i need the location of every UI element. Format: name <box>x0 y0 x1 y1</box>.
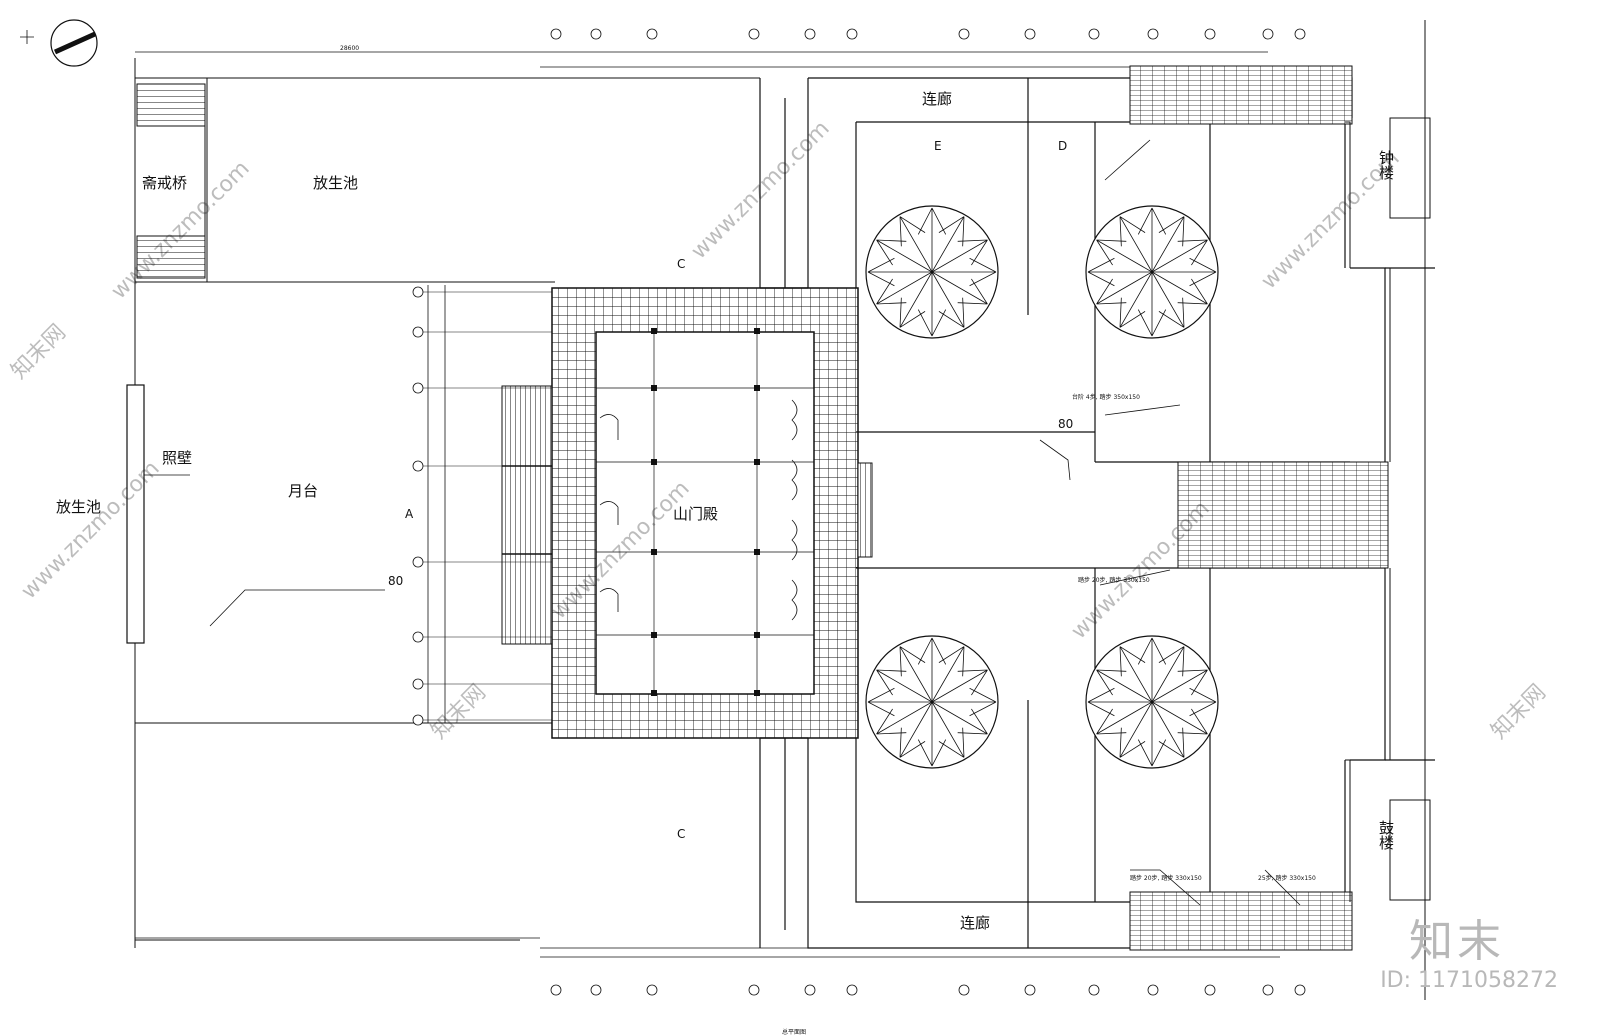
grid-bubble <box>1088 28 1100 40</box>
gate-rear-steps <box>857 462 873 558</box>
label-fangsheng-left: 放生池 <box>56 498 101 516</box>
grid-bubble <box>646 984 658 996</box>
grid-bubble <box>412 678 424 690</box>
brand-id-watermark: ID: 1171058272 <box>1380 968 1558 993</box>
tree-icon <box>1085 205 1219 339</box>
screen-wall <box>126 384 145 644</box>
dim-overall: 28600 <box>340 45 359 52</box>
step-note-4: 25步, 踏步 330x150 <box>1258 874 1316 882</box>
label-axis-c-top: C <box>677 257 685 271</box>
svg-text:www.znzmo.com: www.znzmo.com <box>1257 146 1405 294</box>
label-moon-terrace: 月台 <box>288 482 318 500</box>
label-bridge: 斋戒桥 <box>142 174 187 192</box>
corridor-steps-right <box>1177 461 1389 569</box>
svg-text:知末网: 知末网 <box>1487 680 1551 744</box>
grid-bubble <box>748 28 760 40</box>
label-drum-tower: 鼓楼 <box>1377 820 1395 850</box>
drawing-title: 总平面图 <box>782 1028 806 1036</box>
grid-bubble <box>1204 28 1216 40</box>
grid-bubble <box>846 984 858 996</box>
label-fangsheng-top: 放生池 <box>313 174 358 192</box>
grid-bubble <box>1294 28 1306 40</box>
grid-bubble <box>412 286 424 298</box>
label-corridor-bottom: 连廊 <box>960 914 990 932</box>
step-note-2: 台阶 4步, 踏步 350x150 <box>1072 393 1140 401</box>
tree-icon <box>865 205 1219 769</box>
corridor-steps-bottom <box>1129 891 1353 951</box>
grid-bubble <box>412 460 424 472</box>
grid-bubble <box>412 382 424 394</box>
grid-bubble <box>412 326 424 338</box>
grid-bubble <box>412 556 424 568</box>
tree-icon <box>1085 635 1219 769</box>
svg-text:www.znzmo.com: www.znzmo.com <box>1067 496 1215 644</box>
bridge-steps-bottom <box>136 235 206 279</box>
grid-bubble <box>1024 984 1036 996</box>
label-axis-c-bottom: C <box>677 827 685 841</box>
grid-bubble <box>846 28 858 40</box>
label-bell-tower: 钟楼 <box>1377 150 1395 180</box>
label-gate-hall: 山门殿 <box>673 505 718 523</box>
grid-bubble <box>748 984 760 996</box>
grid-bubble <box>804 28 816 40</box>
grid-bubble <box>590 28 602 40</box>
brand-watermark: 知末 <box>1409 916 1505 967</box>
tower-balustrade <box>1345 117 1431 902</box>
step-note-1: 踏步 20步, 踏步 350x150 <box>1078 576 1150 584</box>
grid-bubble <box>412 714 424 726</box>
gate-hall-platform <box>551 287 859 739</box>
label-axis-a: A <box>405 507 414 521</box>
note-center: 80 <box>1058 417 1073 431</box>
grid-axis-left <box>412 286 552 726</box>
tree-icon <box>865 205 999 339</box>
grid-bubble <box>550 984 562 996</box>
label-corridor-top: 连廊 <box>922 90 952 108</box>
grid-bubble <box>1024 28 1036 40</box>
grid-bubble <box>1147 28 1159 40</box>
grid-bubble <box>958 28 970 40</box>
label-bay-d: D <box>1058 139 1067 153</box>
grid-bubble <box>646 28 658 40</box>
tree-icon <box>865 635 999 769</box>
grid-bubble <box>550 28 562 40</box>
gate-front-steps <box>501 385 553 645</box>
svg-text:www.znzmo.com: www.znzmo.com <box>687 116 835 264</box>
bridge-steps-top <box>136 83 206 127</box>
label-screen-wall: 照壁 <box>162 449 192 467</box>
grid-bubble <box>590 984 602 996</box>
grid-bubble <box>1204 984 1216 996</box>
grid-bubble <box>958 984 970 996</box>
svg-text:知末网: 知末网 <box>7 320 71 384</box>
step-note-3: 踏步 20步, 踏步 330x150 <box>1130 874 1202 882</box>
note-leaders <box>900 139 1301 906</box>
grid-bubble <box>412 631 424 643</box>
grid-bubble <box>804 984 816 996</box>
grid-bubble <box>1294 984 1306 996</box>
grid-bubble <box>1262 28 1274 40</box>
grid-axis-bottom <box>550 984 1306 996</box>
grid-bubble <box>1088 984 1100 996</box>
corridor-steps-top <box>1129 65 1353 125</box>
grid-bubble <box>1147 984 1159 996</box>
north-arrow-icon <box>20 19 98 67</box>
note-left: 80 <box>388 574 403 588</box>
grid-axis-top <box>550 28 1306 40</box>
label-bay-e: E <box>934 139 942 153</box>
svg-text:知末网: 知末网 <box>427 680 491 744</box>
grid-bubble <box>1262 984 1274 996</box>
